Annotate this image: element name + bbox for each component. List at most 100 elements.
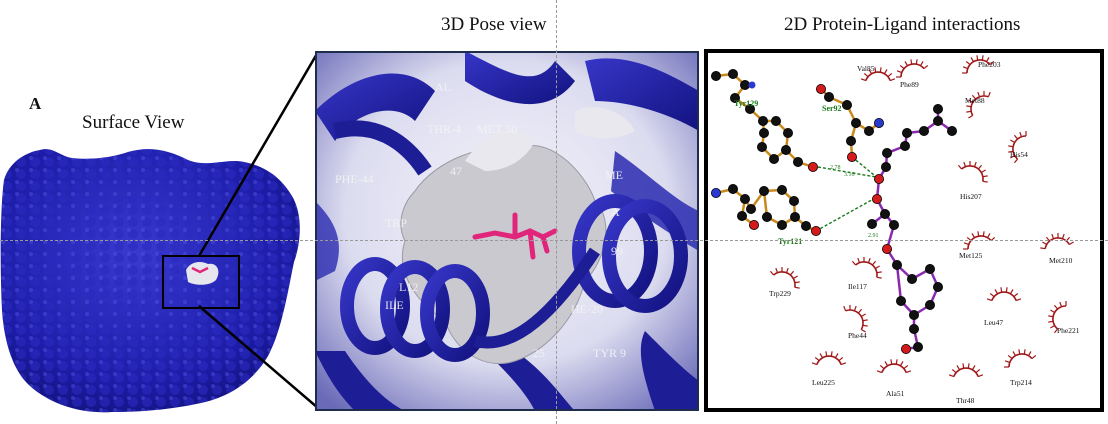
residue-label: TYR 9 [593,346,626,360]
atom [711,70,721,81]
atom [740,79,751,90]
atom [932,281,943,292]
hydrophobic-spike [879,67,882,73]
hydrophobic-spike [890,359,893,365]
hydrophobic-spike [857,257,861,264]
atom [879,208,890,219]
hydrophobic-spike [876,276,882,279]
hydrophobic-spike [853,305,857,312]
hydrophobic-spike [1007,354,1013,360]
atom [789,195,800,206]
hydrophobic-spike [1059,301,1063,308]
hydrophobic-spike [968,114,974,119]
hydrophobic-spike [862,324,868,327]
atom [777,184,788,195]
hydrophobic-residue-label: His207 [960,192,982,201]
hydrophobic-spike [825,351,828,357]
residue-label: THR-4 [427,122,461,136]
hydrophobic-spike [1013,292,1019,298]
hydrophobic-spike [965,60,971,66]
atom [841,100,852,111]
hydrophobic-spike [868,69,873,75]
hydrophobic-spike [973,161,977,168]
hydrophobic-spike [876,271,882,274]
hydrophobic-spike [1051,233,1055,240]
hydrophobic-spike [775,267,779,274]
atom [924,263,935,274]
hydrophobic-spike [1008,150,1014,153]
hydrophobic-spike [963,161,967,168]
hbond-distance: 3.16 [844,172,855,178]
hydrophobic-spike [1013,158,1019,164]
hydrophobic-spike [1031,354,1037,360]
hydrophobic-spike [851,260,857,266]
hydrophobic-spike [967,363,970,369]
residue-label: ME [605,168,623,182]
atom [880,162,891,173]
hydrophobic-spike [862,319,868,322]
atom [908,309,919,320]
hydrophobic-spike [860,78,867,82]
hydrophobic-spike [994,289,999,295]
hydrophobic-spike [962,363,965,369]
hydrophobic-spike [923,64,929,70]
hydrophobic-spike [966,105,972,108]
atom [901,128,912,139]
hydrophobic-spike [1053,304,1059,310]
hydrophobic-spike [985,57,990,63]
atom [790,211,801,222]
hydrophobic-arcs [769,55,1074,378]
hydrophobic-spike [899,361,904,367]
hydrophobic-spike [1027,351,1032,357]
hydrophobic-spike [980,169,986,174]
hydrophobic-spike [1008,145,1014,148]
atom [900,343,911,354]
hbond-line [851,156,880,180]
residue-label: L12 [399,280,418,294]
hydrophobic-spike [1000,287,1003,293]
binding-pocket [186,262,219,285]
hydrophobic-spike [789,270,795,276]
residue-label: ILE [385,298,404,312]
hydrophobic-spike [1018,349,1021,355]
hydrophobic-spike [834,353,839,359]
hydrophobic-spike [876,370,883,374]
atom [881,148,892,159]
atom [749,219,760,230]
hydrophobic-spike [879,364,885,370]
residue-label: A [611,205,620,219]
hydrophobic-spike [977,164,983,170]
surface-view-panel [0,51,320,413]
hydrophobic-spike [863,72,869,78]
hydrophobic-spike [982,175,988,178]
hydrophobic-spike [874,265,880,270]
atom [711,187,721,198]
hydrophobic-arc [1052,305,1067,330]
hydrophobic-spike [962,66,969,70]
hydrophobic-spike [1050,309,1056,314]
atom [793,157,804,168]
hbond-lines: 2.783.162.91 [815,156,880,239]
hydrophobic-spike [977,231,980,237]
hydrophobic-spike [915,59,918,65]
hydrophobic-spike [840,362,847,366]
hydrophobic-spike [814,356,820,362]
residue-label: MET 50 [477,122,517,136]
atom [946,126,957,137]
hydrophobic-residue-label: Phe203 [978,60,1001,69]
hbond-distance: 2.91 [868,233,879,239]
atom [871,193,882,204]
atom [757,142,768,153]
hydrophobic-spike [987,91,991,98]
hydrophobic-spike [989,292,995,298]
hydrophobic-spike [794,281,800,284]
hydrophobic-arc [953,367,979,377]
hydrophobic-spike [1040,247,1046,250]
atom [811,225,822,236]
hydrophobic-residue-label: Met88 [965,96,985,105]
atom [771,116,782,127]
hydrophobic-arc [970,95,989,116]
hbond-residue-label: Ser92 [822,104,842,113]
hbond-line [815,196,878,232]
